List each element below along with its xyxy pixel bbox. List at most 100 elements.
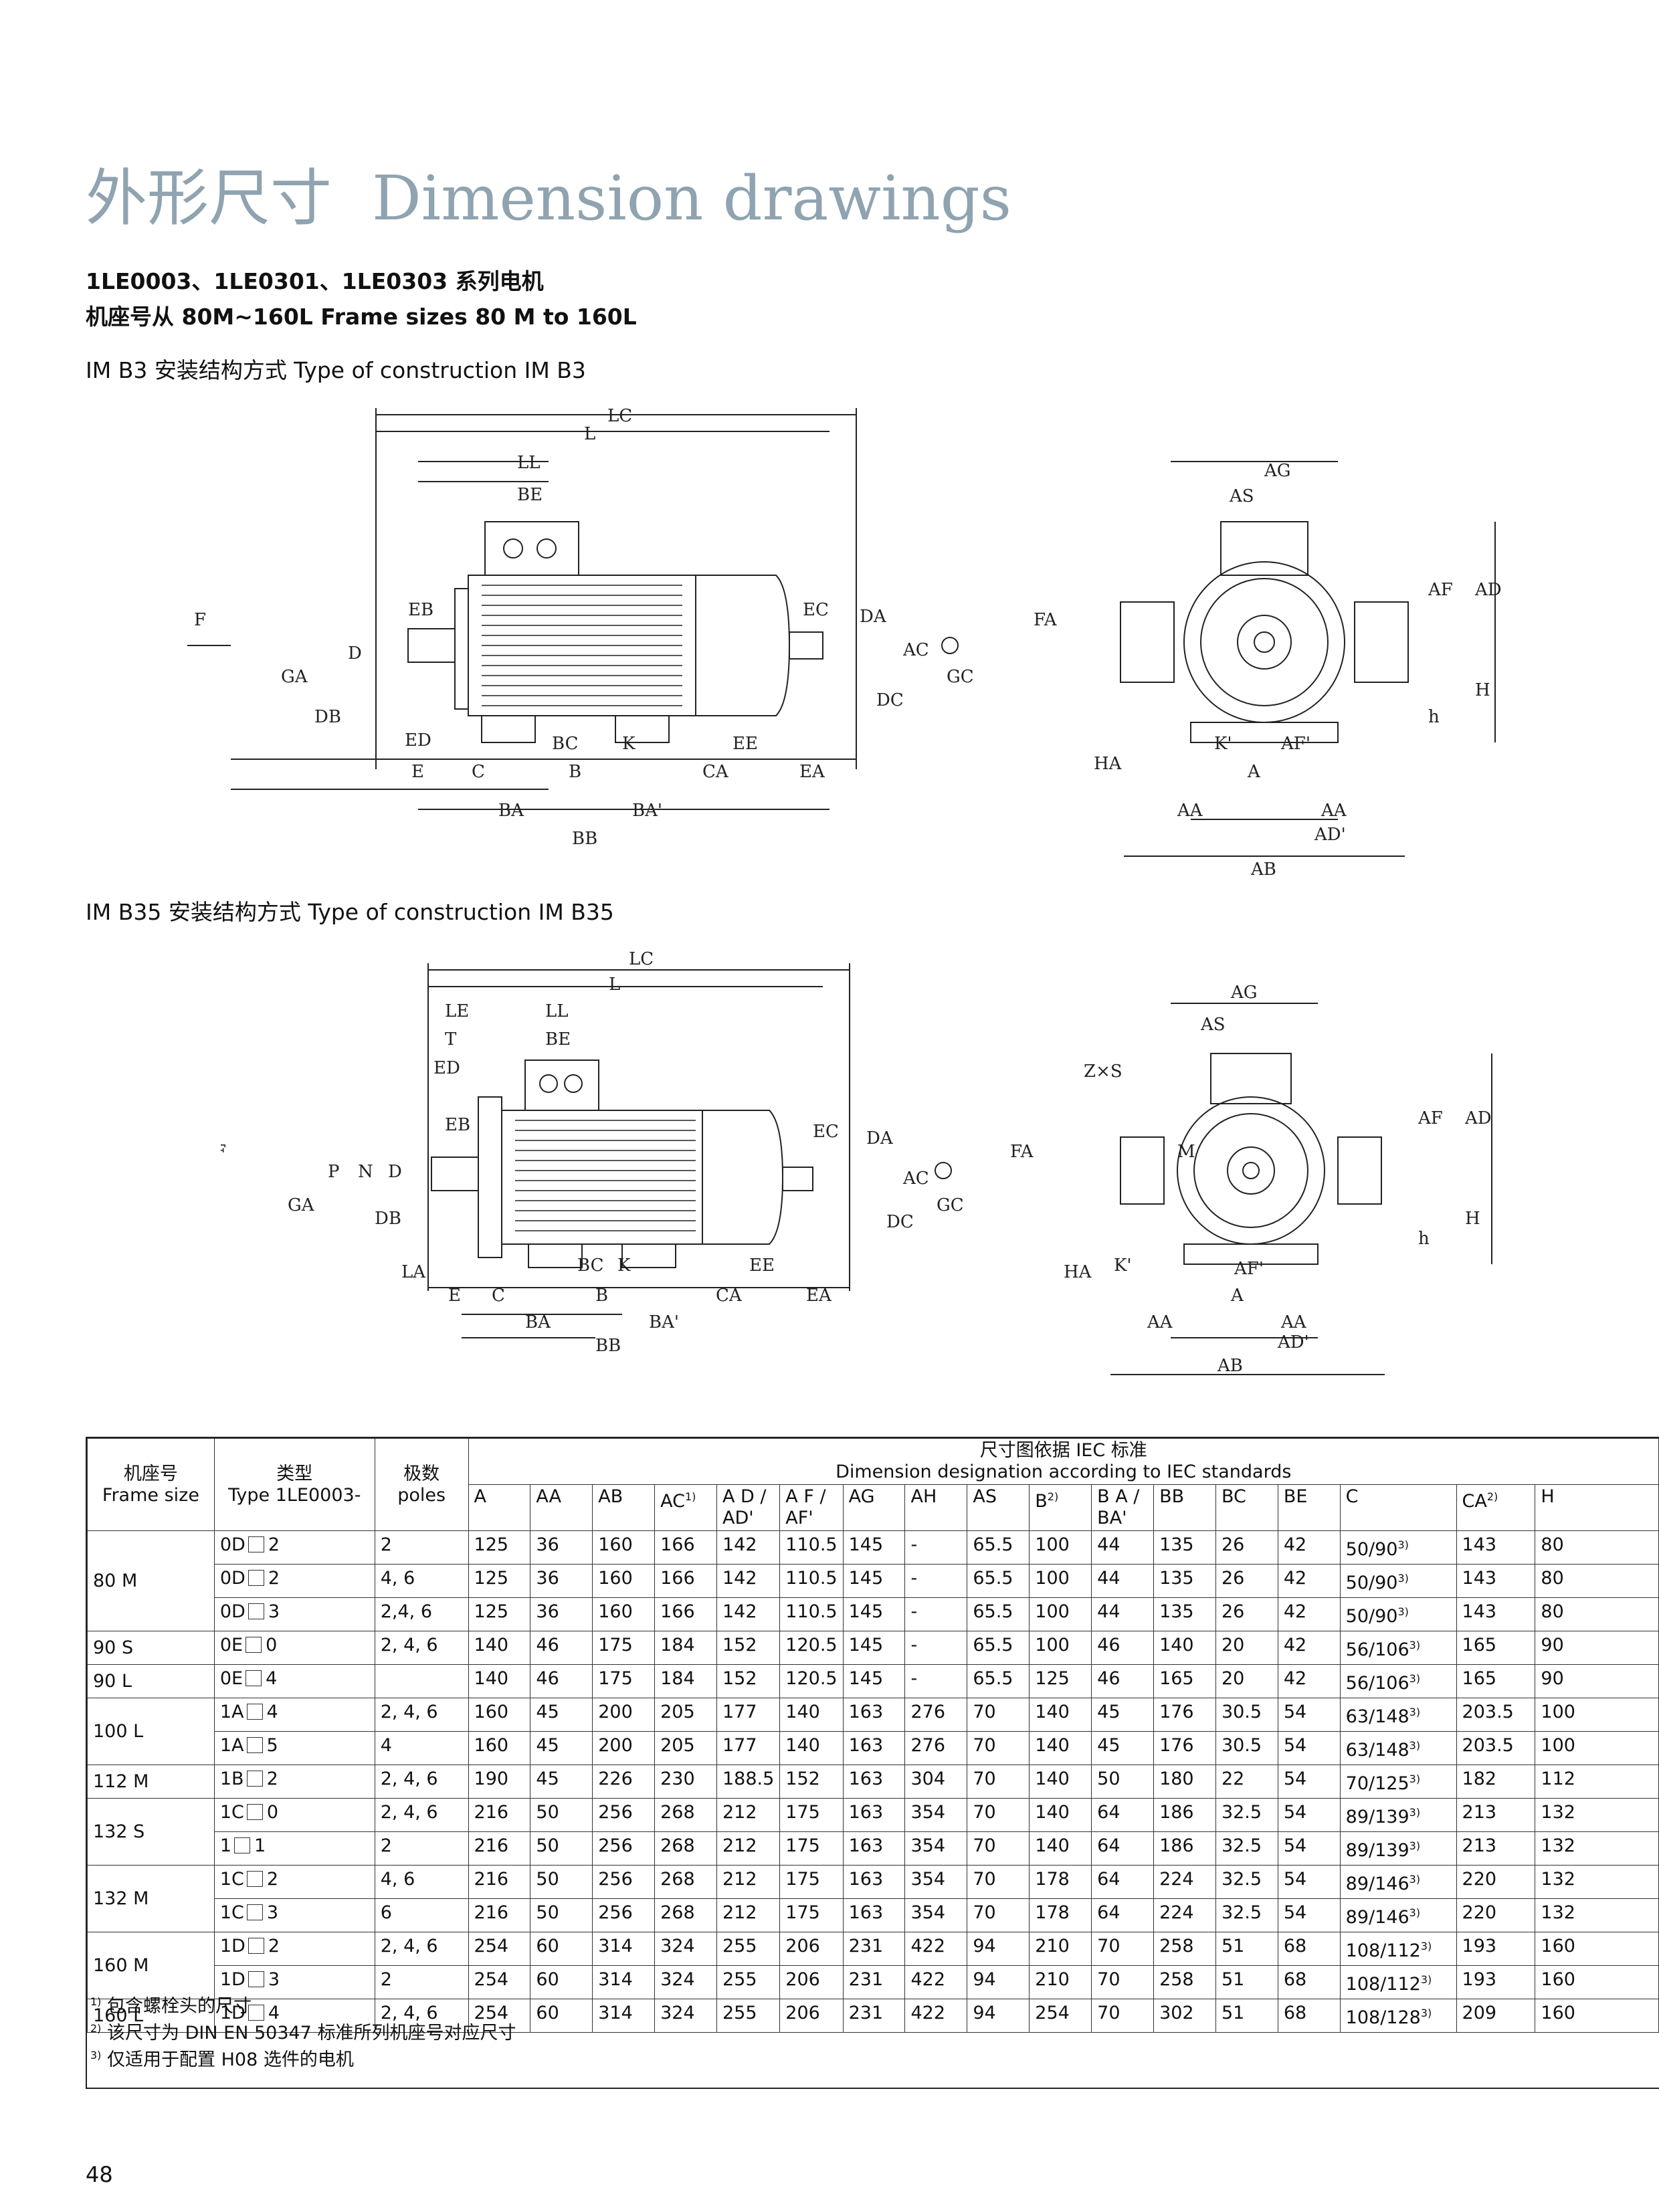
b3-label-h-small: h bbox=[1428, 707, 1440, 727]
value-cell: 205 bbox=[654, 1731, 717, 1765]
b35-shaft bbox=[431, 1157, 479, 1191]
b3-label-ec: EC bbox=[803, 600, 829, 620]
b35-label-t: T bbox=[445, 1029, 457, 1049]
value-cell: 186 bbox=[1153, 1831, 1216, 1866]
value-cell: 65.5 bbox=[967, 1597, 1030, 1631]
value-cell: 108/1123) bbox=[1339, 1932, 1457, 1966]
value-cell: 145 bbox=[842, 1664, 906, 1698]
b3-label-fa: FA bbox=[1034, 610, 1058, 630]
b35-flange bbox=[478, 1096, 502, 1258]
b3-label-ag: AG bbox=[1264, 461, 1291, 481]
value-cell: 125 bbox=[468, 1530, 531, 1565]
value-cell: 165 bbox=[1153, 1664, 1216, 1698]
value-cell: 152 bbox=[716, 1664, 781, 1698]
value-cell: 70 bbox=[967, 1831, 1030, 1866]
value-cell: 26 bbox=[1215, 1597, 1278, 1631]
value-cell: 70 bbox=[1091, 1965, 1155, 1999]
b3-end-housing bbox=[1183, 561, 1345, 723]
value-cell: 178 bbox=[1029, 1865, 1092, 1899]
b35-label-ll: LL bbox=[545, 1001, 569, 1021]
option-box-icon bbox=[246, 1870, 263, 1887]
value-cell: 70/1253) bbox=[1339, 1765, 1457, 1799]
value-cell: 166 bbox=[654, 1564, 717, 1598]
value-cell: 212 bbox=[716, 1831, 781, 1866]
value-cell: 64 bbox=[1091, 1898, 1155, 1932]
value-cell: 160 bbox=[592, 1530, 656, 1565]
value-cell: 200 bbox=[592, 1731, 656, 1765]
column-header: AC1) bbox=[654, 1484, 717, 1531]
value-cell: 354 bbox=[904, 1865, 968, 1899]
frame-size-cell: 112 M bbox=[87, 1765, 215, 1799]
b35-label-lc: LC bbox=[629, 949, 654, 969]
value-cell: 142 bbox=[716, 1564, 781, 1598]
option-box-icon bbox=[246, 1670, 262, 1686]
b3-label-af2: AF' bbox=[1280, 734, 1310, 754]
value-cell: 175 bbox=[779, 1831, 844, 1866]
value-cell: 226 bbox=[592, 1765, 656, 1799]
b3-label-aa: AA bbox=[1177, 801, 1203, 821]
value-cell: 256 bbox=[592, 1865, 656, 1899]
value-cell: 89/1463) bbox=[1339, 1898, 1457, 1932]
value-cell: 80 bbox=[1535, 1597, 1659, 1631]
value-cell: 160 bbox=[468, 1731, 531, 1765]
b3-terminal-box bbox=[484, 521, 579, 576]
value-cell: 163 bbox=[842, 1831, 906, 1866]
b3-label-eb: EB bbox=[408, 600, 433, 620]
value-cell: 142 bbox=[716, 1530, 781, 1565]
value-cell: 302 bbox=[1153, 1999, 1216, 2033]
value-cell: 145 bbox=[842, 1530, 906, 1565]
value-cell: 22 bbox=[1215, 1765, 1278, 1799]
value-cell: 54 bbox=[1277, 1831, 1341, 1866]
value-cell: 206 bbox=[779, 1932, 844, 1966]
b3-label-ac: AC bbox=[902, 640, 929, 660]
b3-label-aa2: AA bbox=[1321, 801, 1347, 821]
value-cell: 65.5 bbox=[967, 1530, 1030, 1565]
poles-cell: 2, 4, 6 bbox=[374, 1999, 469, 2033]
frame-size-cell: 100 L bbox=[87, 1698, 215, 1765]
value-cell: 30.5 bbox=[1215, 1731, 1278, 1765]
value-cell: 110.5 bbox=[779, 1564, 844, 1598]
value-cell: - bbox=[904, 1631, 968, 1665]
value-cell: 210 bbox=[1029, 1965, 1092, 1999]
value-cell: 152 bbox=[716, 1631, 781, 1665]
value-cell: 100 bbox=[1029, 1631, 1092, 1665]
value-cell: 175 bbox=[592, 1631, 656, 1665]
value-cell: 203.5 bbox=[1456, 1731, 1536, 1765]
value-cell: 304 bbox=[904, 1765, 968, 1799]
value-cell: 224 bbox=[1153, 1865, 1216, 1899]
poles-cell bbox=[374, 1664, 469, 1698]
poles-cell: 2, 4, 6 bbox=[374, 1932, 469, 1966]
value-cell: 51 bbox=[1215, 1999, 1278, 2033]
value-cell: 42 bbox=[1277, 1564, 1341, 1598]
value-cell: 209 bbox=[1456, 1999, 1536, 2033]
value-cell: 32.5 bbox=[1215, 1831, 1278, 1866]
value-cell: 177 bbox=[716, 1698, 781, 1732]
value-cell: 50 bbox=[1091, 1765, 1155, 1799]
b35-label-da: DA bbox=[866, 1128, 894, 1148]
value-cell: 50/903) bbox=[1339, 1597, 1457, 1631]
value-cell: 65.5 bbox=[967, 1564, 1030, 1598]
value-cell: 51 bbox=[1215, 1965, 1278, 1999]
value-cell: 276 bbox=[904, 1731, 968, 1765]
value-cell: 254 bbox=[468, 1932, 531, 1966]
value-cell: 140 bbox=[1029, 1831, 1092, 1866]
value-cell: 224 bbox=[1153, 1898, 1216, 1932]
value-cell: 140 bbox=[1029, 1798, 1092, 1832]
b35-label-be: BE bbox=[545, 1029, 571, 1049]
value-cell: 45 bbox=[1091, 1698, 1155, 1732]
value-cell: 50 bbox=[530, 1831, 593, 1866]
value-cell: 44 bbox=[1091, 1530, 1155, 1565]
value-cell: 63/1483) bbox=[1339, 1698, 1457, 1732]
value-cell: 100 bbox=[1029, 1564, 1092, 1598]
footnote: 3) 仅适用于配置 H08 选件的电机 bbox=[90, 2049, 354, 2070]
value-cell: 100 bbox=[1029, 1530, 1092, 1565]
b35-label-ec: EC bbox=[813, 1122, 839, 1142]
b35-label-bb: BB bbox=[595, 1336, 621, 1356]
b35-fan-cover bbox=[702, 1110, 784, 1245]
b35-label-ee: EE bbox=[749, 1255, 775, 1276]
